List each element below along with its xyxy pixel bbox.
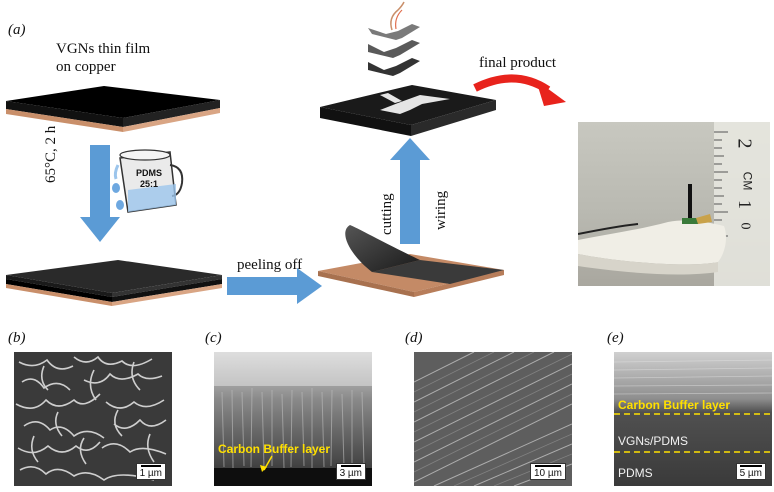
panel-label-c: (c) xyxy=(205,330,222,346)
wiring-label: wiring xyxy=(433,190,449,230)
pdms-label: PDMS 25:1 xyxy=(129,168,169,190)
carbon-buffer-annotation-e: Carbon Buffer layer xyxy=(618,398,731,412)
vgn-label-line2: on copper xyxy=(56,59,116,75)
curing-label: 65°C, 2 h xyxy=(43,125,59,183)
ruler-unit-label: CM xyxy=(740,171,755,191)
panel-label-b: (b) xyxy=(8,330,26,346)
scale-bar-d-label: 10 µm xyxy=(534,468,562,479)
sem-image-e: Carbon Buffer layer VGNs/PDMS PDMS 5 µm xyxy=(614,352,772,486)
fabrication-schematic xyxy=(6,1,566,306)
sem-image-b: 1 µm xyxy=(14,352,172,486)
cutting-wiring-arrow xyxy=(390,138,430,244)
final-product-photo: 2 1 0 CM xyxy=(578,122,770,286)
pdms-cup-icon xyxy=(112,149,184,213)
y-shaped-sensor-icon xyxy=(368,1,420,76)
sem-image-c: Carbon Buffer layer 3 µm xyxy=(214,352,372,486)
vgn-label-line1: VGNs thin film xyxy=(56,41,151,57)
scale-bar-c-label: 3 µm xyxy=(339,468,362,479)
panel-label-e: (e) xyxy=(607,330,624,346)
scale-bar-e: 5 µm xyxy=(735,463,766,480)
peeled-film-plate xyxy=(318,225,504,297)
ruler-label-1: 1 xyxy=(735,200,755,209)
pdms-label-line2: 25:1 xyxy=(139,179,158,189)
scale-bar-c: 3 µm xyxy=(335,463,366,480)
carbon-buffer-annotation-c: Carbon Buffer layer xyxy=(218,442,331,456)
pdms-coated-plate xyxy=(6,260,222,306)
peeling-arrow xyxy=(227,268,322,304)
ruler-label-0: 0 xyxy=(737,222,753,230)
panel-label-d: (d) xyxy=(405,330,423,346)
scale-bar-b-label: 1 µm xyxy=(139,468,162,479)
vgn-copper-plate xyxy=(6,86,220,132)
sem-c-texture xyxy=(214,352,372,486)
photo-drawing xyxy=(578,122,770,286)
curing-arrow xyxy=(80,145,120,242)
final-product-arrow xyxy=(473,74,566,106)
scale-bar-d: 10 µm xyxy=(530,463,566,480)
pdms-label-line1: PDMS xyxy=(135,168,162,178)
sem-image-d: 10 µm xyxy=(414,352,572,486)
scale-bar-b: 1 µm xyxy=(135,463,166,480)
final-product-label: final product xyxy=(479,55,557,71)
cut-sheet-plate xyxy=(320,85,496,136)
vgns-pdms-layer-label: VGNs/PDMS xyxy=(618,434,689,448)
scale-bar-e-label: 5 µm xyxy=(739,468,762,479)
cutting-label: cutting xyxy=(379,193,395,235)
peeling-label: peeling off xyxy=(237,257,303,273)
pdms-layer-label: PDMS xyxy=(618,466,653,480)
ruler-label-2: 2 xyxy=(733,138,756,149)
panel-label-a: (a) xyxy=(8,22,26,38)
